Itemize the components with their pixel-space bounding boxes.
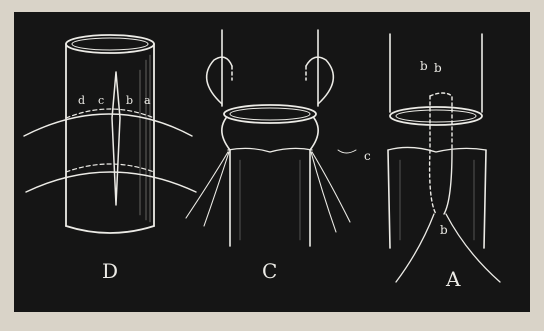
panel-d-mark-a: a	[144, 94, 151, 107]
panel-c-label: C	[262, 259, 277, 283]
panel-d-mark-c: c	[98, 94, 104, 107]
panel-c-mark-c: c	[364, 149, 371, 163]
panel-d-mark-d: d	[78, 94, 85, 107]
panel-a-mark-b-2: b	[434, 61, 442, 75]
panel-a-mark-b-1: b	[420, 59, 428, 73]
panel-d-mark-b: b	[126, 94, 133, 107]
panel-a-label: A	[445, 267, 461, 291]
panel-a-mark-b-3: b	[440, 223, 448, 237]
panel-d-label: D	[102, 259, 118, 283]
